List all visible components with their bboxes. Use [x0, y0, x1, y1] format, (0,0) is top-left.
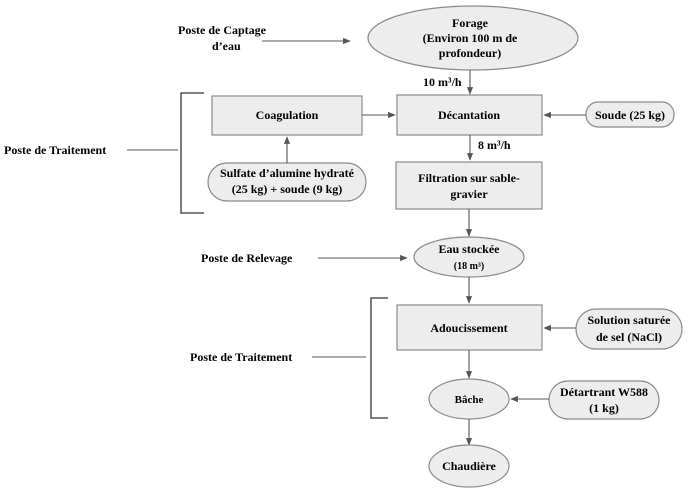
forage-line1: Forage: [452, 16, 489, 30]
node-adoucissement: [396, 304, 543, 351]
forage-line3: profondeur): [439, 46, 501, 60]
bache-label: Bâche: [455, 394, 484, 406]
solution-line2: de sel (NaCl): [596, 330, 662, 344]
filtration-line1: Filtration sur sable-: [418, 171, 520, 185]
node-forage: [367, 5, 579, 71]
label-poste-traitement-2: Poste de Traitement: [190, 350, 292, 364]
node-solution-saturee: [575, 308, 683, 350]
label-poste-relevage: Poste de Relevage: [201, 251, 293, 265]
coagulation-label: Coagulation: [256, 108, 319, 122]
detartrant-line2: (1 kg): [589, 401, 619, 415]
eau-line1: Eau stockée: [439, 242, 501, 256]
filtration-line2: gravier: [450, 187, 488, 201]
label-poste-captage-line2: d’eau: [212, 39, 241, 53]
label-poste-traitement-1: Poste de Traitement: [4, 143, 106, 157]
bracket-traitement-1: [180, 92, 204, 214]
solution-line1: Solution saturée: [587, 313, 671, 327]
flow-label-10: 10 m³/h: [423, 75, 462, 89]
forage-line2: (Environ 100 m de: [423, 31, 518, 45]
bracket-traitement-2: [370, 297, 388, 419]
node-coagulation: [211, 95, 363, 136]
label-poste-captage-line1: Poste de Captage: [178, 23, 267, 37]
decantation-label: Décantation: [438, 108, 500, 122]
sulfate-line2: (25 kg) + soude (9 kg): [232, 182, 343, 196]
node-chaudiere: [428, 444, 510, 488]
node-detartrant: [548, 380, 660, 420]
detartrant-line1: Détartrant W588: [560, 385, 648, 399]
sulfate-line1: Sulfate d’alumine hydraté: [220, 166, 355, 180]
soude-label: Soude (25 kg): [595, 108, 665, 122]
flow-label-8: 8 m³/h: [478, 138, 511, 152]
eau-line2: (18 m³): [454, 261, 485, 272]
node-filtration: [395, 161, 543, 210]
chaudiere-label: Chaudière: [442, 459, 496, 473]
adoucissement-label: Adoucissement: [430, 321, 507, 335]
